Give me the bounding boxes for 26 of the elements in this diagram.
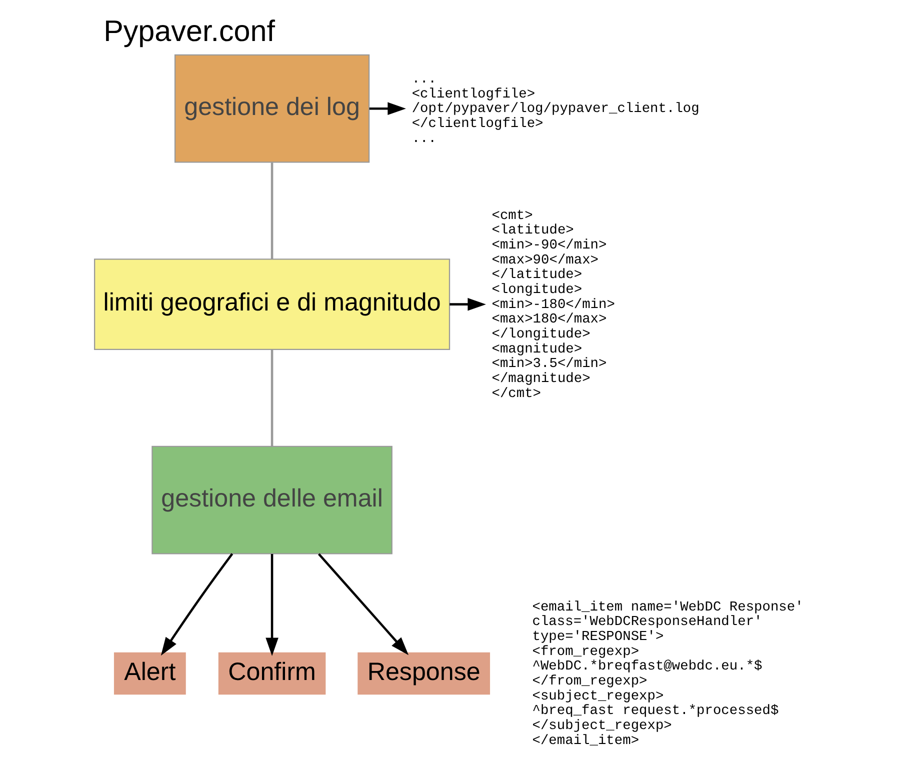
node-box: gestione dei log	[174, 54, 370, 163]
label: ^breq_fast request.*processed$	[532, 704, 778, 720]
connector	[270, 162, 273, 260]
label: </email_item>	[532, 734, 639, 749]
connector	[270, 350, 273, 446]
node-box: Confirm	[218, 652, 326, 695]
label: </subject_regexp>	[532, 719, 672, 734]
node-text: <cmt> <latitude> <min>-90</min> <max>90</max> </latitude> <longitude> <min>-180</min> <max>180</max> </longitude> <magnitude> <min>3.5</min> </magnitude> </cmt>	[491, 208, 614, 402]
label: </from_regexp>	[532, 674, 647, 690]
label: type='RESPONSE'>	[532, 630, 664, 645]
label: <from_regexp>	[532, 644, 639, 660]
arrow	[317, 553, 408, 656]
node-box: limiti geografici e di magnitudo	[94, 258, 450, 350]
arrow	[160, 553, 233, 656]
node-box: Alert	[113, 652, 186, 695]
arrow	[368, 102, 406, 115]
arrow	[265, 554, 278, 656]
label: ^WebDC.*breqfast@webdc.eu.*$	[532, 660, 762, 675]
node-text: ... <clientlogfile> /opt/pypaver/log/pypaver_client.log </clientlogfile> ...	[411, 72, 699, 147]
label: <subject_regexp>	[532, 689, 664, 704]
label: class='WebDCResponseHandler'	[532, 615, 762, 630]
arrow	[449, 298, 486, 311]
diagram-title: Pypaver.conf	[103, 15, 275, 48]
node-box: Response	[357, 652, 490, 695]
node-box: gestione delle email	[151, 446, 392, 554]
label: <email_item name='WebDC Response'	[532, 600, 803, 616]
